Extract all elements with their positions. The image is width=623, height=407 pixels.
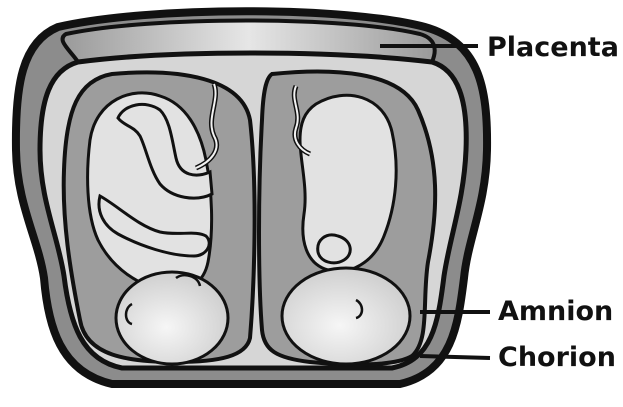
fetus-right-head — [282, 268, 410, 364]
fetus-right-arm — [318, 235, 351, 263]
fetus-left-head — [116, 272, 228, 364]
amnion-label: Amnion — [498, 298, 613, 325]
chorion-label: Chorion — [498, 344, 616, 371]
placenta-label: Placenta — [487, 34, 619, 61]
chorion-leader — [420, 356, 490, 358]
